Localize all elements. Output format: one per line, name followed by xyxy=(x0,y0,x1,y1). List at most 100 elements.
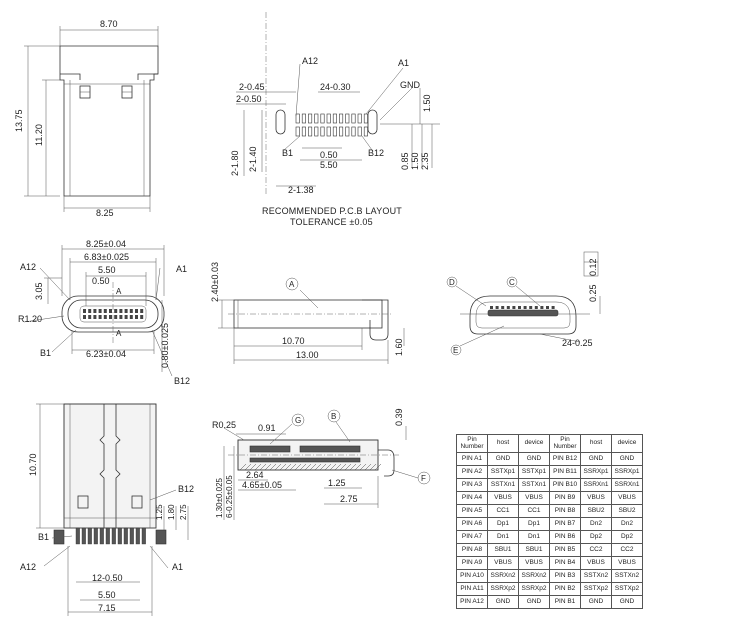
hatch-line xyxy=(374,463,382,471)
hatch-line xyxy=(274,463,282,471)
table-cell: SSRXn2 xyxy=(518,569,550,583)
table-cell: VBUS xyxy=(611,491,643,505)
top-bottom-width-dim: 8.25 xyxy=(96,208,114,218)
top-height-dim: 13.75 xyxy=(14,109,24,132)
table-cell: SBU1 xyxy=(487,543,519,557)
table-cell: PIN B6 xyxy=(549,530,581,544)
side-dim-1300: 13.00 xyxy=(296,350,319,360)
pcb-pad xyxy=(363,113,368,124)
hatch-line xyxy=(299,463,307,471)
front-contact-b xyxy=(88,315,92,319)
hatch-line xyxy=(304,463,312,471)
hatch-line xyxy=(339,463,347,471)
pcb-pad xyxy=(363,126,368,137)
pcb-dim-235: 2.35 xyxy=(420,152,430,170)
section-view: G B F R0.25 0.91 0.39 2.64 4.65±0.05 1.2… xyxy=(212,408,431,520)
table-cell: PIN B11 xyxy=(549,465,581,479)
front-label-b12: B12 xyxy=(174,376,190,386)
front-contacts xyxy=(83,309,144,319)
table-cell: PIN A2 xyxy=(456,465,488,479)
table-cell: VBUS xyxy=(487,491,519,505)
front-contact-a xyxy=(98,309,102,313)
bottom-terminal xyxy=(141,527,146,545)
pcb-pads-row-b xyxy=(295,126,368,137)
hatch-line xyxy=(319,463,327,471)
table-cell: SSRXn1 xyxy=(611,478,643,492)
front-contact-b xyxy=(109,315,112,319)
detail-contact xyxy=(551,306,555,309)
front-contact-b xyxy=(124,315,128,319)
bottom-label-b12: B12 xyxy=(178,484,194,494)
pcb-label-b12: B12 xyxy=(368,148,384,158)
detail-contact xyxy=(518,306,521,309)
table-cell: GND xyxy=(611,452,643,466)
table-cell: SSTXp1 xyxy=(487,465,519,479)
table-cell: GND xyxy=(518,595,550,609)
table-cell: SSTXp2 xyxy=(580,582,612,596)
front-dim-683: 6.83±0.025 xyxy=(84,252,129,262)
table-cell: PIN A10 xyxy=(456,569,488,583)
section-dim-125: 1.25 xyxy=(328,478,346,488)
pcb-dim-2-180: 2-1.80 xyxy=(230,150,240,176)
table-cell: SSTXn1 xyxy=(518,478,550,492)
pcb-pad xyxy=(345,126,350,137)
table-cell: PIN A1 xyxy=(456,452,488,466)
bottom-dim-1070: 10.70 xyxy=(28,453,38,476)
bottom-terminal xyxy=(135,527,140,545)
front-contact-b xyxy=(140,315,144,319)
section-dim-091: 0.91 xyxy=(258,423,276,433)
table-cell: SSRXp2 xyxy=(487,582,519,596)
front-contact-a xyxy=(114,309,118,313)
pcb-label-a1: A1 xyxy=(398,58,409,68)
table-cell: SSRXp1 xyxy=(580,465,612,479)
side-callout-a: A xyxy=(289,280,295,289)
pcb-dim-550: 5.50 xyxy=(320,160,338,170)
bottom-dim-12-050: 12-0.50 xyxy=(92,573,123,583)
table-cell: VBUS xyxy=(518,491,550,505)
bottom-dim-550: 5.50 xyxy=(98,590,116,600)
front-contact-a xyxy=(129,309,133,313)
pcb-pad xyxy=(351,126,356,137)
table-cell: PIN B1 xyxy=(549,595,581,609)
pcb-pad xyxy=(326,113,331,124)
front-contact-b xyxy=(119,315,123,319)
bottom-terminal xyxy=(117,527,122,545)
table-cell: SSTXn2 xyxy=(611,569,643,583)
top-width-dim: 8.70 xyxy=(100,19,118,29)
table-cell: SSTXp1 xyxy=(518,465,550,479)
bottom-terminal xyxy=(81,527,86,545)
table-cell: Dn2 xyxy=(580,517,612,531)
hatch-line xyxy=(364,463,372,471)
detail-contact xyxy=(501,306,505,309)
front-contact-b xyxy=(83,315,86,319)
table-cell: SSRXn1 xyxy=(580,478,612,492)
table-cell: VBUS xyxy=(580,556,612,570)
side-dim-240: 2.40±0.03 xyxy=(210,262,220,302)
pcb-dim-2-138: 2-1.38 xyxy=(288,185,314,195)
section-dim-6-025: 6-0.25±0.05 xyxy=(225,475,234,518)
pcb-pad xyxy=(332,113,337,124)
table-cell: PIN A3 xyxy=(456,478,488,492)
front-contact-b xyxy=(129,315,133,319)
front-contact-b xyxy=(103,315,107,319)
header-device-a: device xyxy=(518,434,550,453)
hatch-line xyxy=(349,463,357,471)
table-cell: Dp2 xyxy=(611,530,643,544)
detail-callout-d: D xyxy=(449,278,455,287)
pcb-dim-150: 1.50 xyxy=(410,152,420,170)
table-cell: PIN B7 xyxy=(549,517,581,531)
hatch-line xyxy=(284,463,292,471)
table-cell: PIN A4 xyxy=(456,491,488,505)
pcb-layout: A12 A1 GND B1 B12 2-0.45 2-0.50 24-0.30 … xyxy=(230,12,440,227)
table-cell: PIN A8 xyxy=(456,543,488,557)
detail-contact xyxy=(546,306,549,309)
front-contact-b xyxy=(93,315,97,319)
front-contact-a xyxy=(140,309,144,313)
pcb-pad xyxy=(301,113,306,124)
table-cell: PIN B2 xyxy=(549,582,581,596)
bottom-terminal xyxy=(75,527,80,545)
table-cell: GND xyxy=(487,452,519,466)
